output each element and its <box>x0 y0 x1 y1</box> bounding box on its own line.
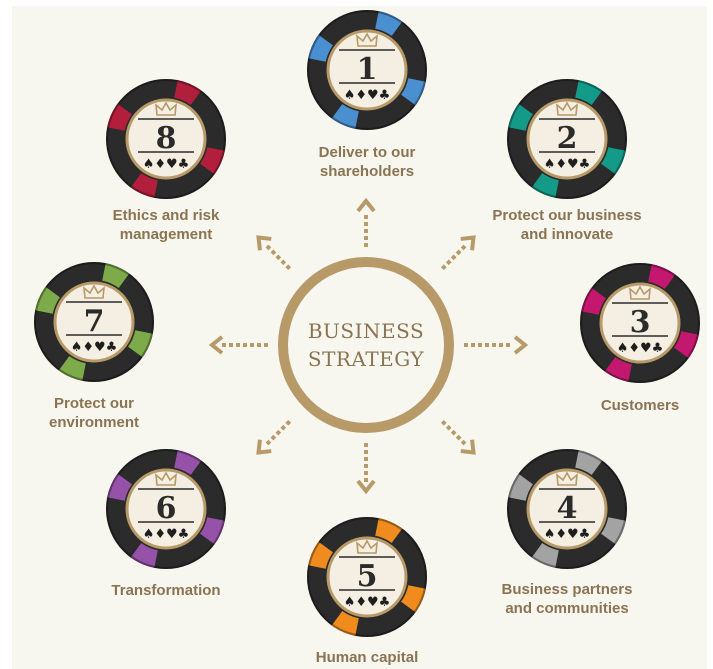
chip-segment <box>400 585 426 613</box>
chip-3: 3♠♦♥♣ Customers <box>580 263 700 414</box>
label-chip-5: Human capital <box>316 649 419 666</box>
chip-number: 8 <box>156 121 177 156</box>
chip-segment <box>102 263 130 289</box>
chip-segment <box>174 450 202 476</box>
chip-segment <box>575 80 603 106</box>
crown-icon <box>356 539 378 554</box>
frame-top <box>0 0 713 6</box>
chip-segment <box>331 103 359 129</box>
chip-rim <box>307 10 427 130</box>
chip-segment <box>508 103 534 131</box>
dotted-arrow-icon <box>208 335 268 355</box>
dotted-arrow-icon <box>356 197 376 247</box>
chip-rim <box>106 449 226 569</box>
chip-number: 1 <box>357 52 378 87</box>
dotted-arrow-icon <box>256 235 292 271</box>
crown-icon <box>629 285 651 300</box>
chip-segment <box>604 356 632 382</box>
chip-number: 7 <box>84 304 105 339</box>
chip-segment <box>130 542 158 568</box>
dotted-arrow-icon <box>440 419 476 455</box>
chip-suits: ♠♦♥♣ <box>544 527 591 542</box>
dotted-arrow-icon <box>356 443 376 495</box>
chip-segment <box>331 610 359 636</box>
chip-number: 3 <box>630 305 651 340</box>
crown-icon <box>155 471 177 486</box>
chip-segment <box>648 264 676 290</box>
chip-segment <box>199 517 225 545</box>
dotted-arrow-icon <box>464 335 529 355</box>
chip-rim <box>307 517 427 637</box>
chip-segment <box>575 450 603 476</box>
label-chip-3: Customers <box>601 397 679 414</box>
chip-rim <box>106 79 226 199</box>
crown-icon <box>83 284 105 299</box>
chip-rim <box>507 449 627 569</box>
chip-suits: ♠♦♥♣ <box>617 341 664 356</box>
frame-left <box>0 0 12 669</box>
chip-segment <box>127 330 153 358</box>
chip-suits: ♠♦♥♣ <box>544 157 591 172</box>
chip-suits: ♠♦♥♣ <box>71 340 118 355</box>
chip-segment <box>174 80 202 106</box>
chip-suits: ♠♦♥♣ <box>344 88 391 103</box>
chip-segment <box>581 287 607 315</box>
chip-segment <box>130 172 158 198</box>
label-chip-6: Transformation <box>111 582 220 599</box>
hub: BUSINESS STRATEGY <box>278 257 454 433</box>
chip-5: 5♠♦♥♣ Human capital <box>307 517 427 666</box>
chip-segment <box>308 541 334 569</box>
dotted-arrow-icon <box>256 419 292 455</box>
chip-segment <box>531 542 559 568</box>
chip-segment <box>673 331 699 359</box>
hub-title-line1: BUSINESS <box>308 319 424 343</box>
hub-title-line2: STRATEGY <box>308 347 425 371</box>
chip-suits: ♠♦♥♣ <box>344 595 391 610</box>
chip-6: 6♠♦♥♣ Transformation <box>106 449 226 599</box>
crown-icon <box>356 32 378 47</box>
chip-segment <box>308 34 334 62</box>
chip-number: 5 <box>357 559 378 594</box>
chip-segment <box>508 473 534 501</box>
chip-segment <box>600 147 626 175</box>
chip-number: 2 <box>557 121 578 156</box>
chip-segment <box>107 473 133 501</box>
chip-segment <box>375 518 403 544</box>
chip-segment <box>35 286 61 314</box>
chip-rim <box>507 79 627 199</box>
chip-segment <box>58 355 86 381</box>
chip-rim <box>580 263 700 383</box>
chip-suits: ♠♦♥♣ <box>143 157 190 172</box>
chip-segment <box>199 147 225 175</box>
arrow-group <box>208 197 529 495</box>
chip-number: 6 <box>156 491 177 526</box>
chip-suits: ♠♦♥♣ <box>143 527 190 542</box>
crown-icon <box>155 101 177 116</box>
chip-segment <box>600 517 626 545</box>
chip-rim <box>34 262 154 382</box>
chip-segment <box>107 103 133 131</box>
dotted-arrow-icon <box>440 235 476 271</box>
hub-ring <box>278 257 454 433</box>
crown-icon <box>556 471 578 486</box>
chip-segment <box>400 78 426 106</box>
chip-number: 4 <box>557 491 578 526</box>
chip-segment <box>375 11 403 37</box>
crown-icon <box>556 101 578 116</box>
chip-segment <box>531 172 559 198</box>
frame-right <box>707 0 713 669</box>
